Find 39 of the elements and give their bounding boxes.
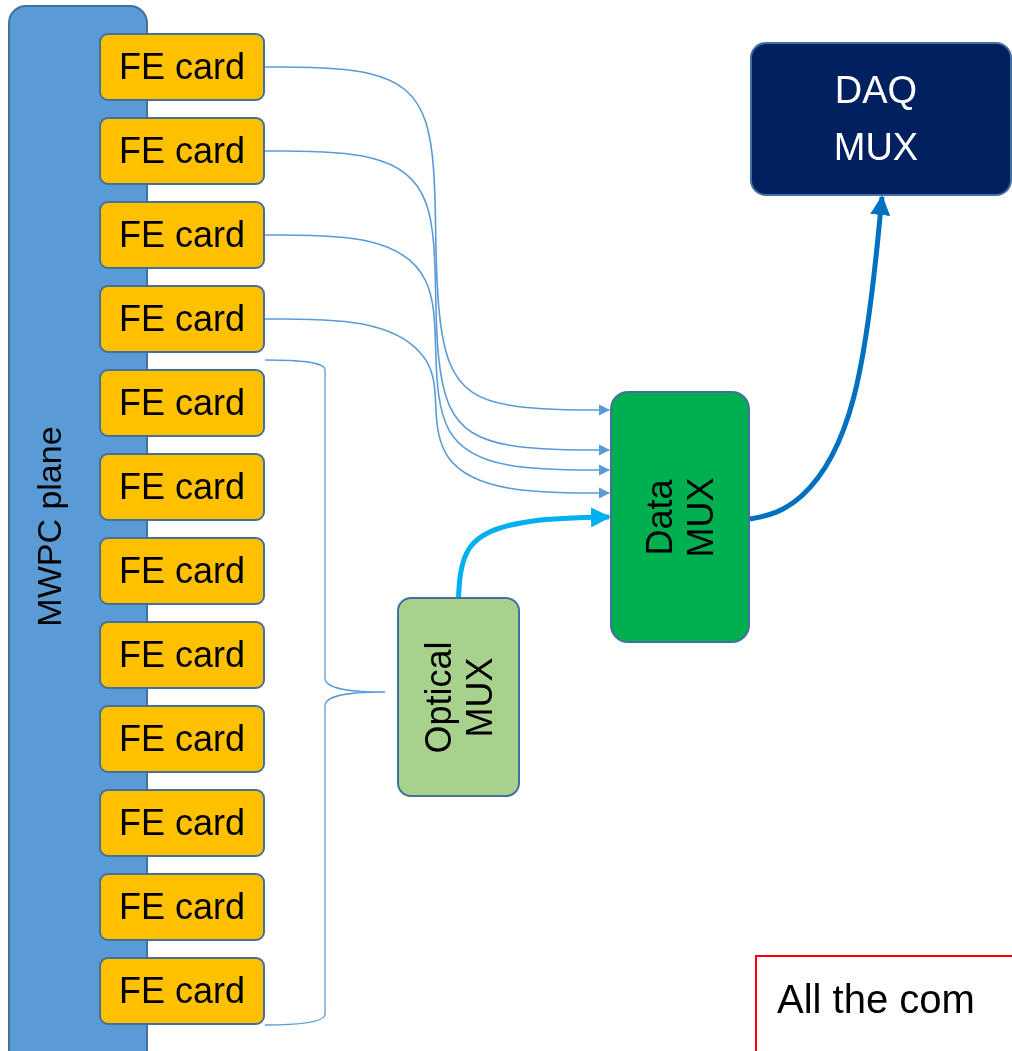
- label-text: FE card: [118, 130, 245, 172]
- mux-box: [750, 42, 1012, 196]
- label-text: FE card: [118, 550, 245, 592]
- arrow: [264, 318, 611, 499]
- label-text: FE card: [118, 634, 245, 676]
- card-box: [99, 621, 265, 689]
- arrow: [456, 507, 611, 598]
- card-box: [99, 705, 265, 773]
- card-box: [99, 957, 265, 1025]
- label-text: FE card: [118, 802, 245, 844]
- arrow: [264, 150, 611, 456]
- label-text: All the com: [777, 977, 975, 1022]
- label-text: FE card: [118, 718, 245, 760]
- card-box: [99, 453, 265, 521]
- card-box: [99, 789, 265, 857]
- label-text: FE card: [118, 970, 245, 1012]
- note-box: [755, 955, 1012, 1051]
- mux-box: [610, 391, 750, 643]
- label-text: FE card: [118, 298, 245, 340]
- label-text: Data MUX: [638, 476, 722, 559]
- card-box: [99, 873, 265, 941]
- card-box: [99, 33, 265, 101]
- arrow: [749, 195, 891, 522]
- label-text: FE card: [118, 466, 245, 508]
- card-box: [99, 117, 265, 185]
- card-box: [99, 201, 265, 269]
- mux-box: [397, 597, 520, 797]
- label-text: FE card: [118, 214, 245, 256]
- card-box: [99, 537, 265, 605]
- arrow: [264, 66, 611, 416]
- label-text: FE card: [118, 382, 245, 424]
- card-box: [99, 285, 265, 353]
- label-text: FE card: [118, 46, 245, 88]
- label-text: DAQ MUX: [832, 68, 920, 170]
- card-box: [99, 369, 265, 437]
- label-text: FE card: [118, 886, 245, 928]
- label-text: Optical MUX: [417, 640, 500, 756]
- arrow: [264, 234, 611, 476]
- label-text: MWPC plane: [30, 425, 70, 629]
